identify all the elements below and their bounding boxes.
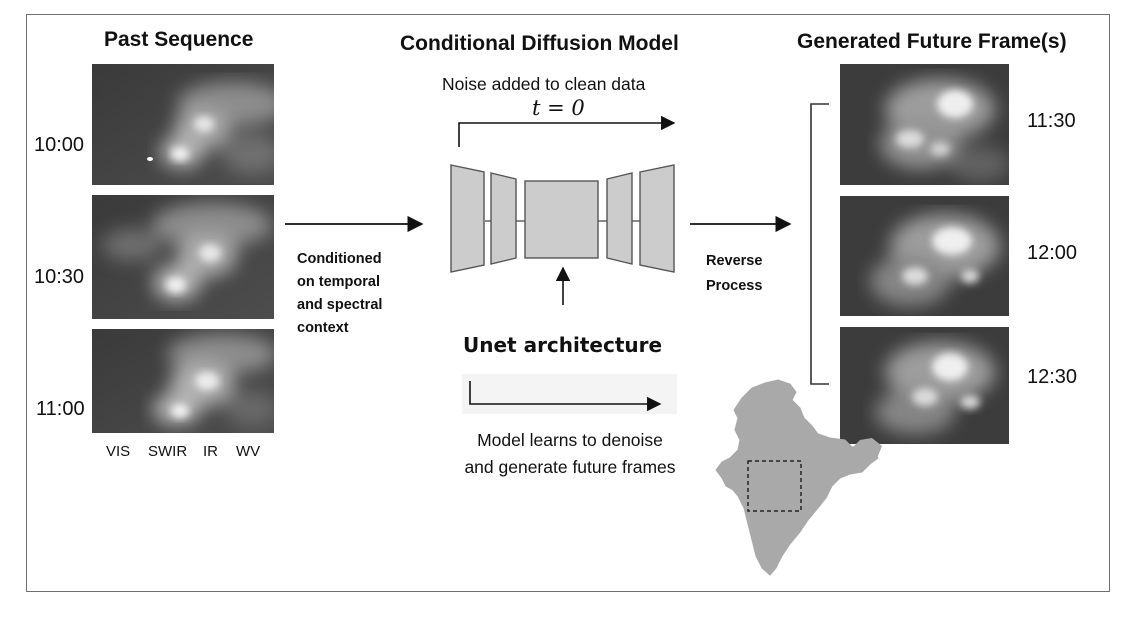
band-label: WV [236, 443, 261, 460]
future-time-label: 12:30 [1027, 366, 1078, 388]
caption-line: Model learns to denoise [477, 430, 663, 450]
timestep-label: t = 0 [532, 96, 585, 120]
band-label: VIS [106, 443, 131, 460]
conditioned-label-line: and spectral [297, 297, 383, 313]
past-frame-1000 [92, 64, 274, 185]
figure-border [26, 14, 1110, 592]
reverse-process-label-line: Reverse [706, 253, 763, 269]
conditioned-label-line: Conditioned [297, 251, 382, 267]
band-label: SWIR [148, 443, 188, 460]
future-frame-1130 [840, 64, 1009, 185]
cloud-image-icon [92, 64, 274, 185]
future-frames-heading: Generated Future Frame(s) [797, 30, 1067, 53]
cloud-image-icon [840, 327, 1009, 444]
future-frame-1200 [840, 196, 1009, 316]
past-sequence-heading: Past Sequence [104, 28, 254, 51]
past-time-label: 11:00 [36, 398, 85, 420]
future-time-label: 11:30 [1027, 110, 1076, 132]
future-time-label: 12:00 [1027, 242, 1078, 264]
noise-label: Noise added to clean data [442, 74, 646, 94]
conditioned-label-line: context [297, 320, 349, 336]
past-frame-1030 [92, 195, 274, 319]
cloud-image-icon [840, 64, 1009, 185]
cloud-image-icon [92, 195, 274, 319]
past-time-label: 10:30 [34, 266, 85, 288]
caption-line: and generate future frames [464, 457, 676, 477]
unet-architecture-label: Unet architecture [463, 333, 663, 357]
cloud-image-icon [92, 329, 274, 433]
past-frame-1100 [92, 329, 274, 433]
future-frame-1230 [840, 327, 1009, 444]
reverse-process-label-line: Process [706, 278, 763, 294]
band-label: IR [203, 443, 218, 460]
model-heading: Conditional Diffusion Model [400, 32, 679, 55]
cloud-image-icon [840, 196, 1009, 316]
past-time-label: 10:00 [34, 134, 85, 156]
conditioned-label-line: on temporal [297, 274, 380, 290]
